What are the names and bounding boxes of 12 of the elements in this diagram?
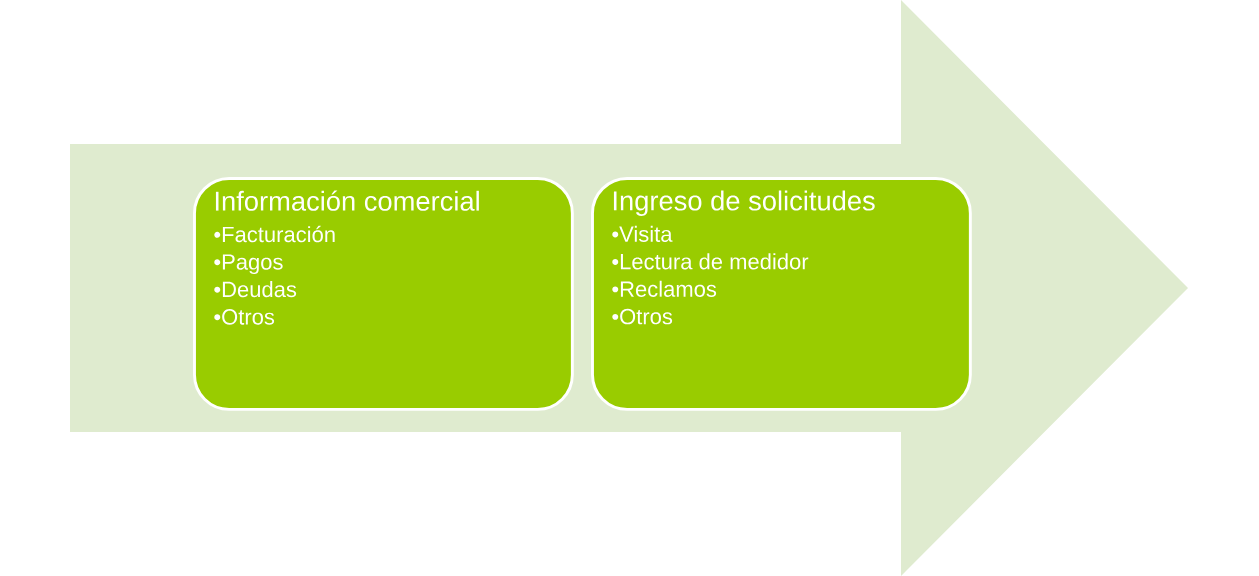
process-box: [193, 177, 574, 411]
bullet-item: •Reclamos: [612, 280, 717, 297]
box-heading: Ingreso de solicitudes: [613, 190, 875, 216]
bullet-item: •Lectura de medidor: [612, 253, 809, 270]
bullet-item: •Facturación: [214, 225, 335, 243]
bullet-item: •Deudas: [214, 281, 297, 298]
bullet-item: •Otros: [214, 309, 275, 325]
bullet-item: •Pagos: [214, 254, 283, 275]
process-box: [591, 177, 972, 411]
bullet-item: •Otros: [612, 308, 673, 325]
bullet-item: •Visita: [612, 225, 673, 242]
box-heading: Información comercial: [215, 190, 479, 211]
